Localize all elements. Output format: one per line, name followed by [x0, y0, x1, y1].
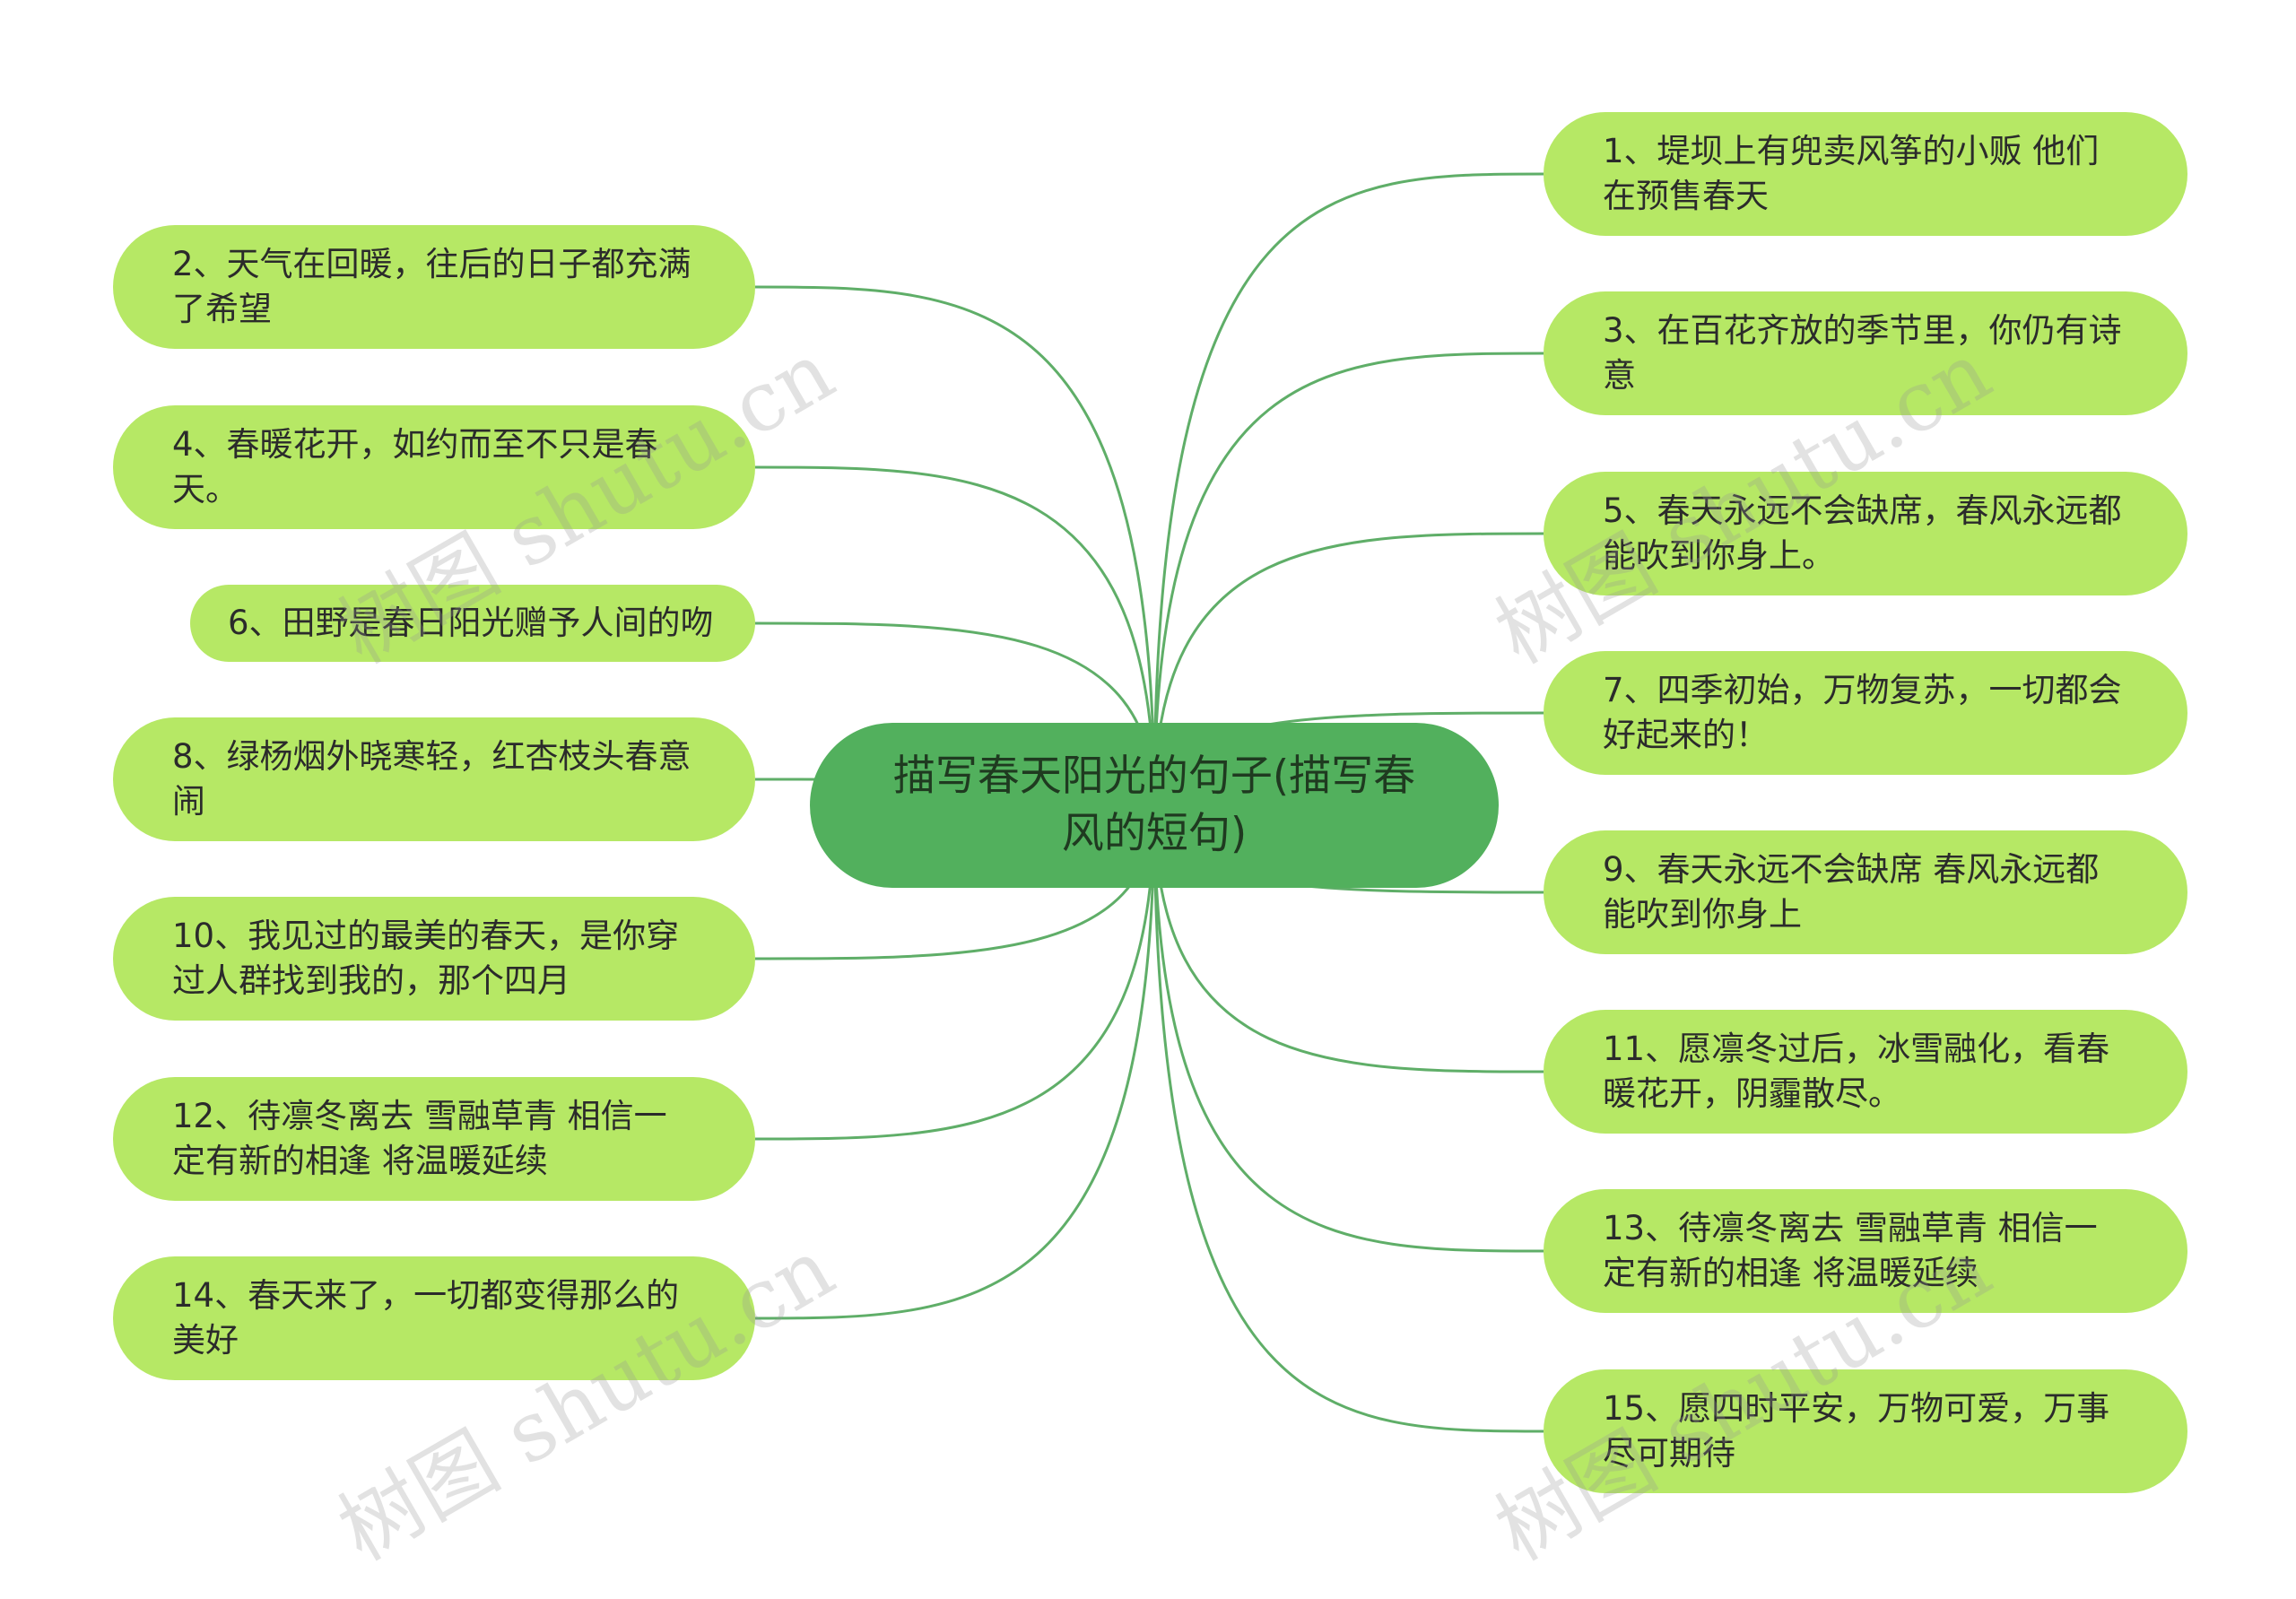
branch-node-label: 3、在百花齐放的季节里，你仍有诗意: [1603, 311, 2122, 395]
branch-node-right-7[interactable]: 13、待凛冬离去 雪融草青 相信一定有新的相逢 将温暖延续: [1544, 1189, 2187, 1313]
connector-line: [754, 465, 1156, 806]
branch-node-right-6[interactable]: 11、愿凛冬过后，冰雪融化，看春暖花开，阴霾散尽。: [1544, 1010, 2187, 1134]
branch-node-label: 9、春天永远不会缺席 春风永远都能吹到你身上: [1603, 850, 2100, 934]
branch-node-label: 11、愿凛冬过后，冰雪融化，看春暖花开，阴霾散尽。: [1603, 1030, 2110, 1113]
branch-node-label: 14、春天来了，一切都变得那么的美好: [172, 1276, 680, 1360]
branch-node-label: 6、田野是春日阳光赠予人间的吻: [228, 604, 714, 642]
connector-line: [1152, 804, 1544, 1433]
branch-node-right-2[interactable]: 3、在百花齐放的季节里，你仍有诗意: [1544, 291, 2187, 415]
branch-node-label: 15、愿四时平安，万物可爱，万事尽可期待: [1603, 1389, 2110, 1473]
branch-node-label: 5、春天永远不会缺席，春风永远都能吹到你身上。: [1603, 491, 2122, 575]
branch-node-left-7[interactable]: 14、春天来了，一切都变得那么的美好: [113, 1256, 755, 1380]
branch-node-label: 4、春暖花开，如约而至不只是春天。: [172, 425, 658, 508]
connector-line: [754, 804, 1156, 1141]
connector-line: [1152, 532, 1544, 806]
branch-node-left-3[interactable]: 6、田野是春日阳光赠予人间的吻: [190, 585, 755, 662]
center-topic-label: 描写春天阳光的句子(描写春风的短句): [892, 752, 1416, 858]
branch-node-left-6[interactable]: 12、待凛冬离去 雪融草青 相信一定有新的相逢 将温暖延续: [113, 1077, 755, 1201]
connector-line: [754, 804, 1156, 1320]
branch-node-left-5[interactable]: 10、我见过的最美的春天，是你穿过人群找到我的，那个四月: [113, 897, 755, 1021]
branch-node-label: 12、待凛冬离去 雪融草青 相信一定有新的相逢 将温暖延续: [172, 1097, 667, 1180]
branch-node-label: 13、待凛冬离去 雪融草青 相信一定有新的相逢 将温暖延续: [1603, 1209, 2098, 1292]
branch-node-label: 1、堤坝上有兜卖风筝的小贩 他们在预售春天: [1603, 132, 2100, 215]
center-topic[interactable]: 描写春天阳光的句子(描写春风的短句): [810, 723, 1499, 888]
connector-line: [1152, 804, 1544, 1073]
branch-node-right-1[interactable]: 1、堤坝上有兜卖风筝的小贩 他们在预售春天: [1544, 112, 2187, 236]
branch-node-left-1[interactable]: 2、天气在回暖，往后的日子都充满了希望: [113, 225, 755, 349]
branch-node-label: 8、绿杨烟外晓寒轻，红杏枝头春意闹: [172, 737, 691, 821]
branch-node-label: 2、天气在回暖，往后的日子都充满了希望: [172, 245, 691, 328]
connector-line: [754, 285, 1156, 806]
branch-node-right-8[interactable]: 15、愿四时平安，万物可爱，万事尽可期待: [1544, 1369, 2187, 1493]
branch-node-right-5[interactable]: 9、春天永远不会缺席 春风永远都能吹到你身上: [1544, 830, 2187, 954]
branch-node-left-4[interactable]: 8、绿杨烟外晓寒轻，红杏枝头春意闹: [113, 717, 755, 841]
branch-node-right-4[interactable]: 7、四季初始，万物复苏，一切都会好起来的！: [1544, 651, 2187, 775]
branch-node-label: 7、四季初始，万物复苏，一切都会好起来的！: [1603, 671, 2122, 754]
branch-node-left-2[interactable]: 4、春暖花开，如约而至不只是春天。: [113, 405, 755, 529]
connector-line: [1152, 804, 1544, 1253]
connector-line: [1152, 172, 1544, 806]
branch-node-label: 10、我见过的最美的春天，是你穿过人群找到我的，那个四月: [172, 917, 680, 1000]
branch-node-right-3[interactable]: 5、春天永远不会缺席，春风永远都能吹到你身上。: [1544, 472, 2187, 595]
connector-line: [1152, 352, 1544, 806]
